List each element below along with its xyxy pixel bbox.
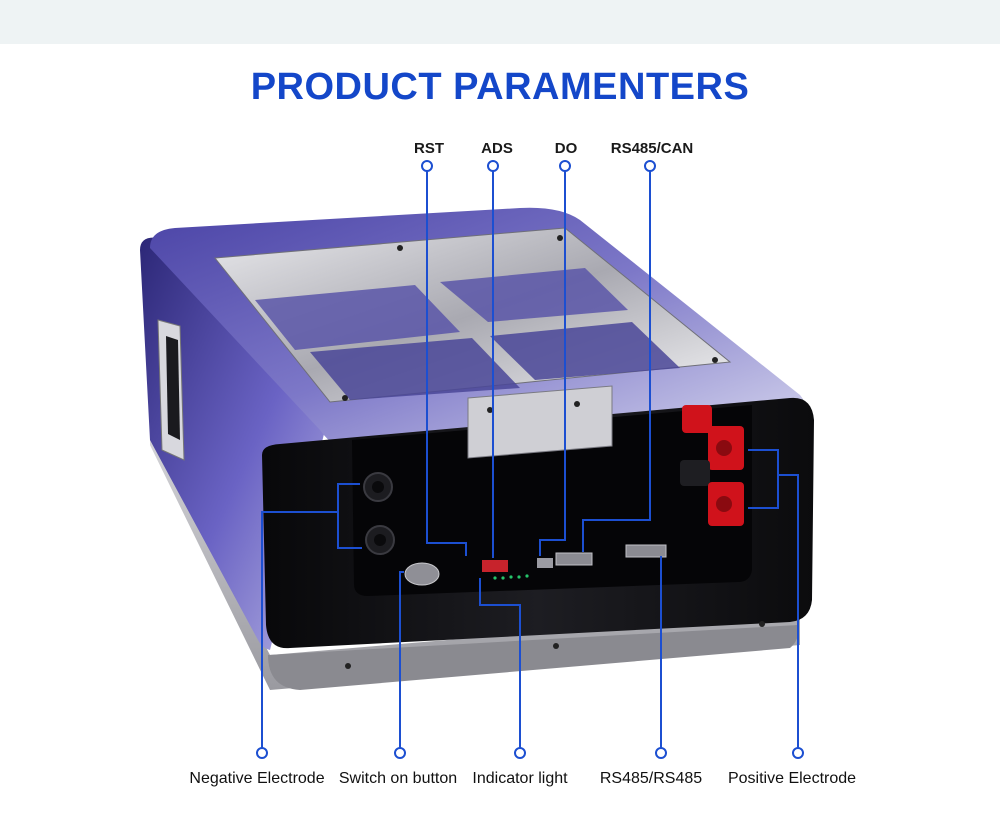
callout-line-rst — [426, 166, 467, 556]
indicator-light-dots — [493, 574, 529, 580]
callout-line-negative — [261, 511, 338, 752]
callout-line-negative-bracket — [337, 483, 362, 549]
callout-dot-positive — [792, 747, 804, 759]
callout-dot-switch — [394, 747, 406, 759]
label-rs485-rs485: RS485/RS485 — [599, 770, 703, 787]
page-title: PRODUCT PARAMENTERS — [250, 66, 750, 108]
label-indicator-light: Indicator light — [472, 770, 568, 787]
callout-dot-ads — [487, 160, 499, 172]
callout-line-rs485-can — [582, 166, 651, 552]
callout-dot-rst — [421, 160, 433, 172]
label-rs485-can: RS485/CAN — [610, 140, 694, 157]
callout-dot-rs485-can — [644, 160, 656, 172]
label-do: DO — [554, 140, 578, 157]
side-handle — [157, 319, 185, 461]
label-rst: RST — [414, 140, 444, 157]
rs485-port-shape — [625, 544, 667, 558]
switch-button-shape — [404, 562, 440, 586]
callout-dot-do — [559, 160, 571, 172]
label-switch-on-button: Switch on button — [338, 770, 458, 787]
positive-terminals — [680, 405, 744, 526]
callout-dot-indicator — [514, 747, 526, 759]
negative-terminals — [363, 472, 395, 555]
callout-line-positive — [778, 474, 799, 752]
callout-dot-rs485 — [655, 747, 667, 759]
top-band — [0, 0, 1000, 44]
label-ads: ADS — [481, 140, 513, 157]
rs485-can-port-shape — [555, 552, 593, 566]
label-negative-electrode: Negative Electrode — [189, 770, 325, 787]
top-bracket — [214, 227, 732, 459]
callout-line-indicator — [479, 578, 521, 752]
callout-line-positive-bracket — [748, 449, 779, 509]
label-positive-electrode: Positive Electrode — [727, 770, 857, 787]
callout-line-do — [539, 166, 566, 556]
dip-switch-shape — [482, 560, 508, 572]
callout-dot-negative — [256, 747, 268, 759]
callout-line-switch — [399, 571, 404, 752]
do-port-shape — [537, 558, 553, 568]
